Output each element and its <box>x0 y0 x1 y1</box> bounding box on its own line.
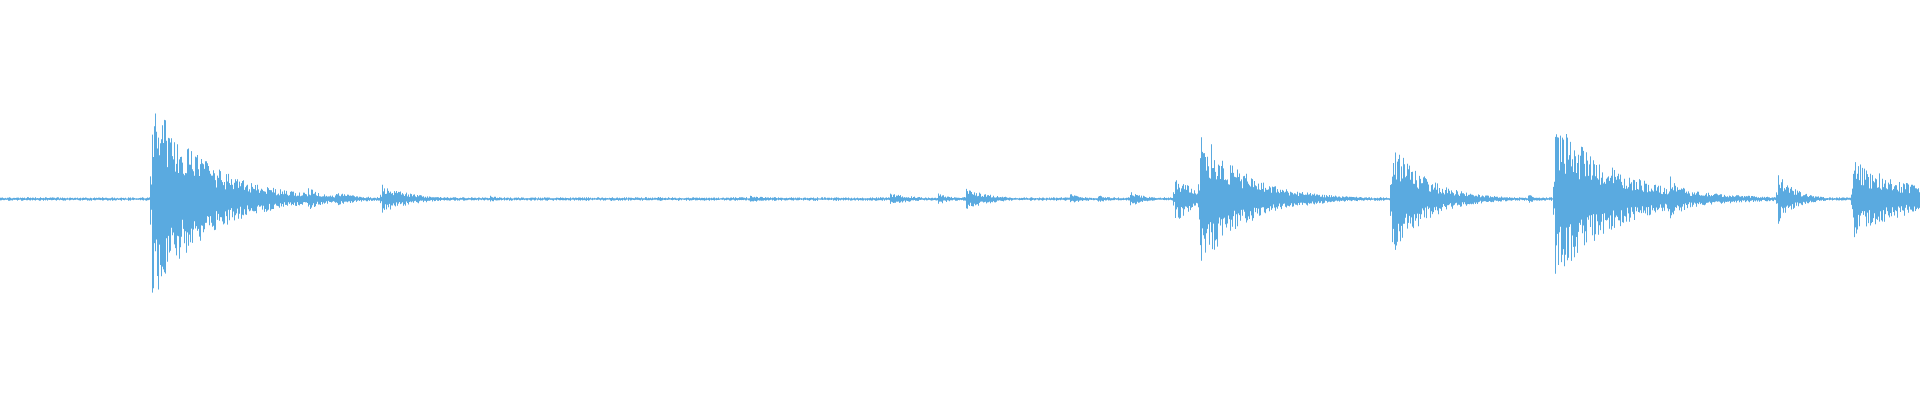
waveform-samples <box>0 113 1920 293</box>
waveform-trace <box>0 113 1920 293</box>
